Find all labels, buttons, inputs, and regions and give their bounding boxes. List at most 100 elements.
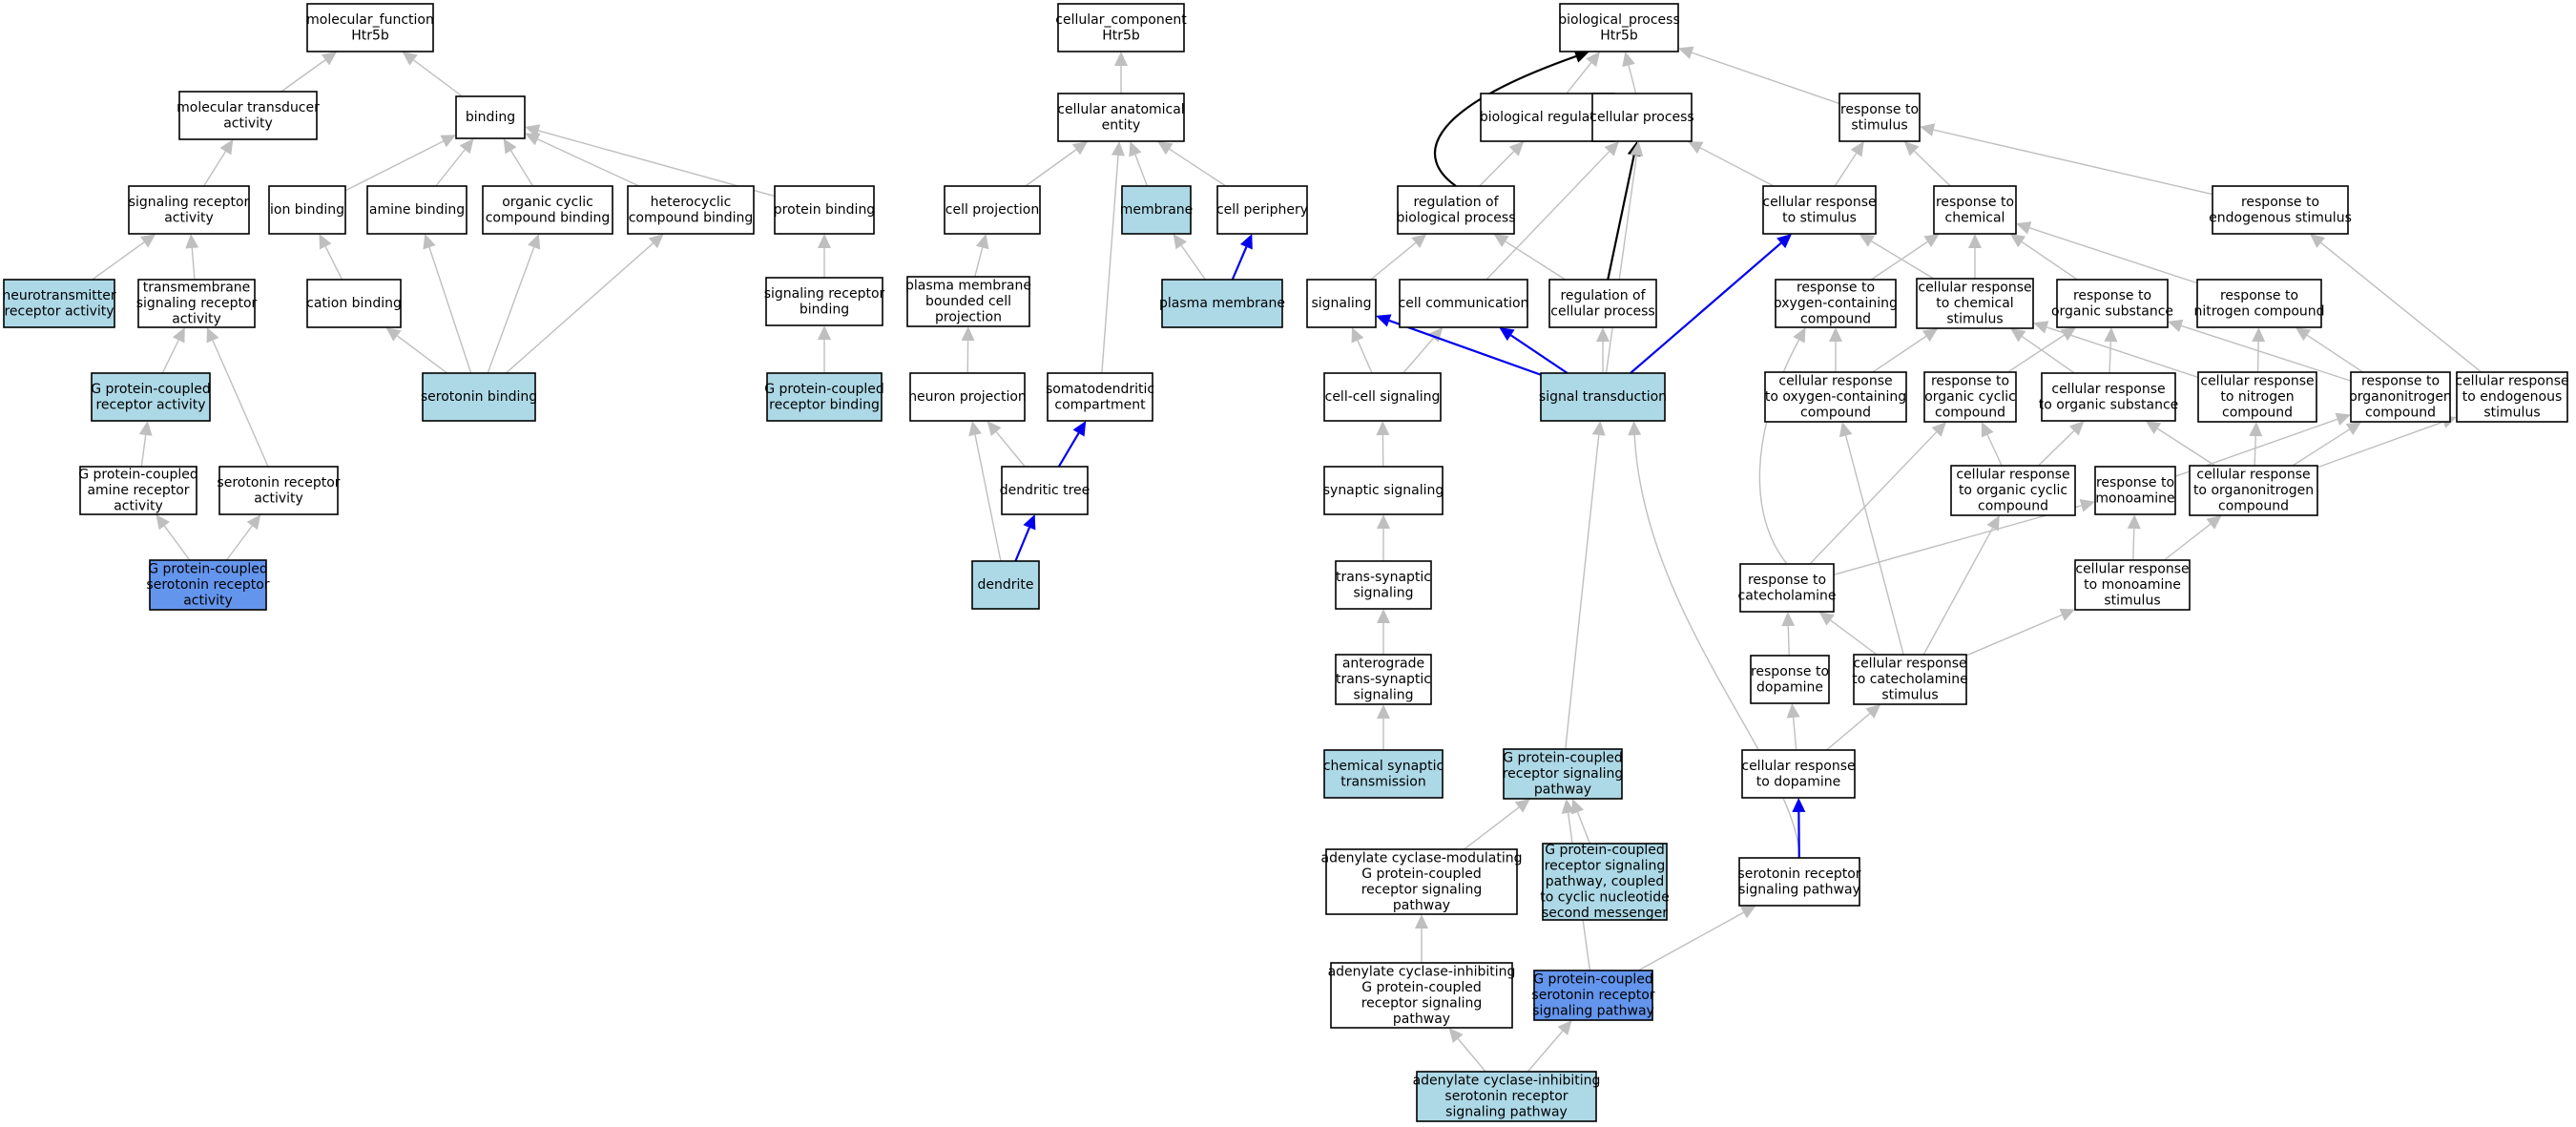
term-node-amine-binding[interactable]: amine binding [366,185,467,235]
edge-line [2132,528,2135,561]
term-node-cell-communication[interactable]: cell communication [1399,279,1529,328]
edge-arrowhead [172,327,185,344]
term-label-line: adenylate cyclase-modulating [1321,850,1523,866]
term-node-dendritic-tree[interactable]: dendritic tree [1000,466,1091,515]
term-label-line: receptor signaling [1503,766,1624,782]
edge-serotonin-pathway-to-signal-transduction [1628,421,1800,859]
term-node-dendrite[interactable]: dendrite [971,560,1040,610]
term-node-protein-binding[interactable]: protein binding [774,185,875,235]
term-label-line: Htr5b [1600,28,1638,43]
edge-line [2256,341,2259,373]
term-node-signal-transduction[interactable]: signal transduction [1539,372,1667,422]
term-label-line: pathway [1393,898,1450,913]
edge-line [2022,336,2075,374]
term-node-cellular-process[interactable]: cellular process [1589,93,1694,142]
edge-cell-resp-organic-to-cell-resp-chemical [2010,328,2075,374]
term-node-cell-periphery[interactable]: cell periphery [1216,185,1308,235]
term-node-signaling[interactable]: signaling [1306,279,1377,328]
term-node-binding[interactable]: binding [455,95,526,139]
term-box [3,279,115,328]
term-node-synaptic-signaling[interactable]: synaptic signaling [1323,466,1444,515]
term-node-neuron-projection[interactable]: neuron projection [908,372,1027,422]
edge-arrowhead [1514,799,1530,813]
term-label-line: serotonin receptor [146,577,269,593]
term-node-cation-binding[interactable]: cation binding [306,279,402,328]
term-node-serotonin-binding[interactable]: serotonin binding [421,372,537,422]
edge-line [1871,240,1935,280]
term-node-plasma-membrane[interactable]: plasma membrane [1159,279,1285,328]
edge-line [161,340,179,374]
edge-anterograde-to-trans-synaptic [1377,609,1390,655]
term-label-line: cellular anatomical [1057,102,1184,117]
edge-line [1510,334,1568,374]
term-label-line: activity [164,210,214,225]
term-node-cell-cell-signaling[interactable]: cell-cell signaling [1323,372,1442,422]
edge-arrowhead [1351,327,1364,344]
term-label-line: G protein-coupled [764,382,884,397]
edge-cell-resp-oxygen-to-resp-oxygen [1829,327,1842,372]
edge-cell-periphery-to-cell-anat-entity [1157,141,1227,187]
edge-line [1628,65,1637,94]
term-node-ion-binding[interactable]: ion binding [268,185,346,235]
term-node-cell-projection[interactable]: cell projection [944,185,1041,235]
term-box [2456,371,2568,423]
edge-arrowhead [321,52,338,66]
term-label-line: response to [1931,374,2009,389]
term-node-membrane[interactable]: membrane [1120,185,1194,235]
edge-line [140,434,147,468]
edge-arrowhead [528,234,541,250]
